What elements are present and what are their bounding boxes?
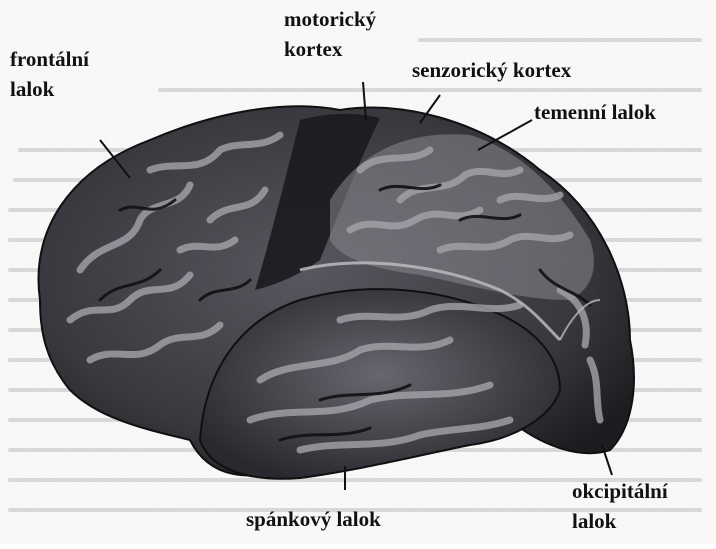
label-motor-line1: motorický (284, 4, 376, 34)
label-sensory-cortex: senzorický kortex (412, 55, 571, 85)
label-motor-line2: kortex (284, 34, 376, 64)
label-temporal-lobe: spánkový lalok (246, 504, 381, 534)
label-occipital-line2: lalok (572, 506, 668, 536)
label-occipital-line1: okcipitální (572, 476, 668, 506)
label-frontal-line1: frontální (10, 44, 89, 74)
label-motor-cortex: motorický kortex (284, 4, 376, 64)
label-parietal-lobe: temenní lalok (534, 97, 656, 127)
label-frontal-line2: lalok (10, 74, 89, 104)
label-frontal-lobe: frontální lalok (10, 44, 89, 104)
label-occipital-lobe: okcipitální lalok (572, 476, 668, 536)
